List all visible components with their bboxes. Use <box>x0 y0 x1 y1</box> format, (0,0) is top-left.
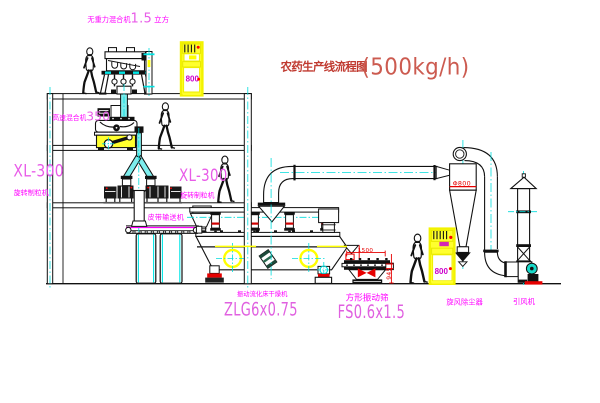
conveyor-support-columns <box>135 233 183 284</box>
square-vibrating-sieve <box>341 250 394 284</box>
induced-draft-fan <box>504 261 543 285</box>
exhaust-duct <box>257 158 451 279</box>
ground-control-cabinet: 800 <box>428 227 456 286</box>
granulator-right <box>144 175 182 204</box>
mixer-hanging-bolts <box>111 74 136 87</box>
svg-text:ZLG6x0.75: ZLG6x0.75 <box>224 298 298 320</box>
building-walls <box>46 87 252 288</box>
sieve-deck-bottom <box>344 266 390 270</box>
dryer-target-circle-left <box>216 243 249 274</box>
stack-tube <box>517 188 531 264</box>
person-ground <box>409 232 429 285</box>
label-fluid-bed-dryer: 振动流化床干燥机 <box>237 289 288 298</box>
cabinet-indicator-lamp <box>449 235 453 239</box>
sieve-deck-top <box>344 260 390 264</box>
exhaust-stack <box>508 171 538 285</box>
label-square-vibrating-sieve-model: FS0.6x1.5 <box>338 301 405 323</box>
roof-cabinet-panel-text: 800 <box>186 75 200 84</box>
duct-funnel-flange <box>257 202 286 206</box>
roof-control-cabinet: 800 <box>179 41 204 97</box>
cyclone-cylinder <box>449 163 477 191</box>
cabinet-indicator-lamp <box>196 45 200 49</box>
dryer-foot-left <box>205 265 224 283</box>
fan-base <box>524 281 543 285</box>
svg-text:FS0.6x1.5: FS0.6x1.5 <box>338 301 405 323</box>
granulator-feed-piping <box>122 128 155 232</box>
label-belt-conveyor: 皮带输送机 <box>148 213 185 222</box>
cyclone-inlet-cone <box>435 165 451 180</box>
sieve-length-dimension: 1500 <box>358 248 374 254</box>
dryer-foot-right <box>314 262 333 284</box>
label-cyclone: 旋风除尘器 <box>446 297 483 306</box>
belt-conveyor <box>125 225 203 234</box>
drawing-title-capacity: (500kg/h) <box>362 54 470 81</box>
sieve-discharge-spout <box>385 262 394 271</box>
granulator-discharge-chute <box>130 188 148 227</box>
dryer-target-circle-right <box>292 243 326 274</box>
cyclone-discharge-valve <box>454 252 471 262</box>
label-square-vibrating-sieve: 方形振动筛 <box>346 292 389 303</box>
gravity-free-mixer <box>99 47 155 96</box>
label-fluid-bed-dryer-model: ZLG6x0.75 <box>224 298 298 320</box>
ground-cabinet-panel-text: 800 <box>435 267 449 276</box>
dryer-bed-deck <box>195 230 341 237</box>
granulator-left <box>103 175 134 204</box>
stack-rain-cap <box>509 176 538 190</box>
person-on-roof <box>82 46 101 95</box>
cyclone-outlet-elbow <box>463 147 498 177</box>
sieve-motor-bowtie <box>357 268 367 278</box>
label-induced-draft-fan: 引风机 <box>513 297 536 306</box>
mixer-drive-shaft <box>101 70 151 75</box>
sieve-body <box>347 269 387 280</box>
duct-body <box>263 165 438 204</box>
drawing-title: 农药生产线流程图 <box>280 60 368 74</box>
svg-text:945: 945 <box>386 267 393 279</box>
sieve-height-dimension: 945 <box>386 267 393 279</box>
sieve-dimensions <box>346 250 394 284</box>
fluid-bed-dryer <box>187 205 360 284</box>
svg-text:XL-300: XL-300 <box>13 161 64 181</box>
fan-suction-pipe <box>483 152 512 277</box>
cyclone-dust-collector <box>448 140 498 269</box>
dryer-discharge-hood <box>318 208 340 233</box>
dryer-bed-body <box>195 235 348 271</box>
cyclone-vortex-finder <box>452 146 467 162</box>
y-branch-left <box>122 154 142 180</box>
label-high-speed-mixer: 高速混合机350 <box>52 110 110 124</box>
svg-text:(500kg/h): (500kg/h) <box>362 54 470 81</box>
svg-text:XL-300: XL-300 <box>179 165 228 185</box>
label-granulator-left-model: XL-300 <box>13 161 64 181</box>
person-second-floor <box>157 101 177 151</box>
dryer-discharge-funnel <box>343 244 360 255</box>
label-granulator-right-model: XL-300 <box>179 165 228 185</box>
cyclone-size-text: Φ800 <box>453 179 471 187</box>
label-granulator-left: 旋转制粒机 <box>14 188 49 197</box>
label-granulator-right: 旋转制粒机 <box>180 190 214 199</box>
